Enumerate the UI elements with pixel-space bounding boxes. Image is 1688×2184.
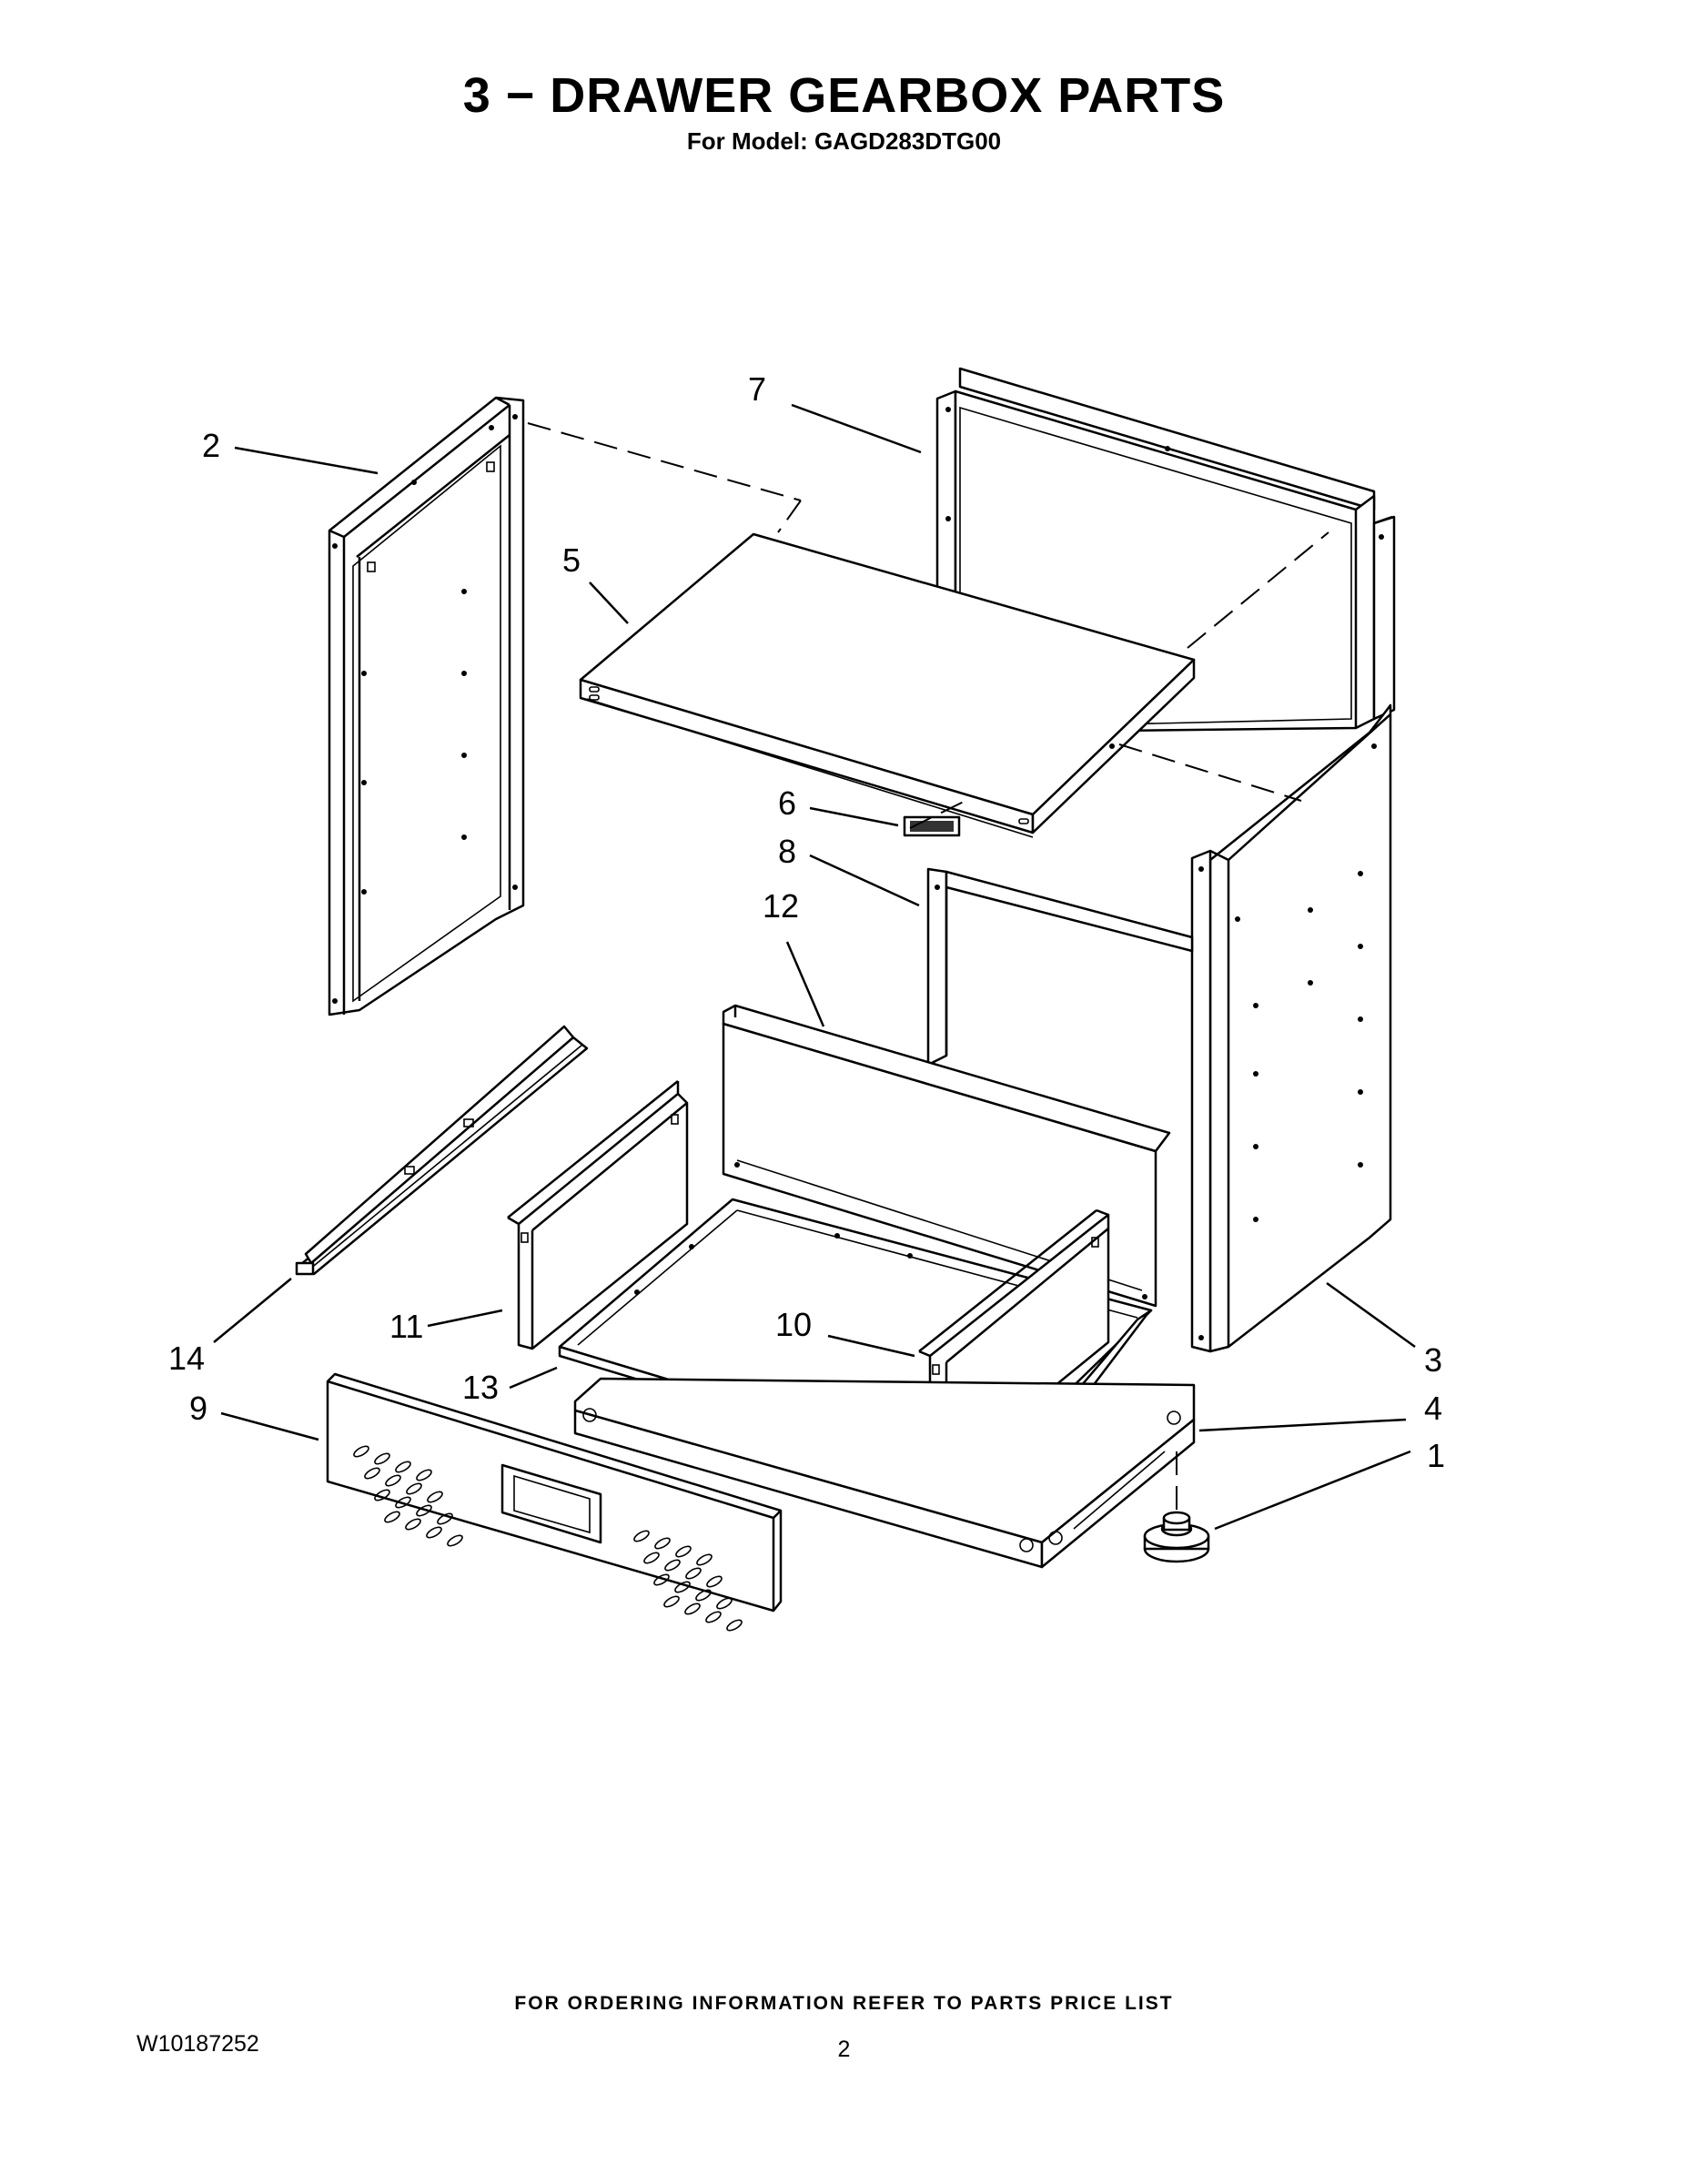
callout-12: 12	[763, 887, 799, 925]
callout-5: 5	[562, 541, 581, 579]
drawer-side-left-part	[507, 1080, 689, 1350]
callout-8: 8	[778, 833, 796, 870]
callout-6: 6	[778, 784, 796, 822]
page-number: 2	[837, 2037, 851, 2062]
bottom-base-part	[573, 1377, 1196, 1569]
callout-9: 9	[189, 1390, 207, 1427]
left-side-panel-part	[328, 396, 525, 1016]
drawer-front-part	[326, 1372, 783, 1632]
ordering-note: FOR ORDERING INFORMATION REFER TO PARTS …	[514, 1993, 1174, 2014]
vent-slots-left	[353, 1445, 463, 1547]
callout-3: 3	[1424, 1341, 1442, 1379]
leveling-leg-part	[1143, 1451, 1210, 1563]
right-side-panel-part	[1190, 703, 1392, 1353]
callout-10: 10	[775, 1306, 812, 1343]
vent-slots-right	[633, 1530, 743, 1632]
page-title: 3 − DRAWER GEARBOX PARTS	[462, 68, 1226, 123]
callout-7: 7	[748, 370, 766, 408]
model-subtitle: For Model: GAGD283DTG00	[686, 127, 1002, 155]
top-panel-part	[579, 532, 1196, 838]
inner-rear-panel-part	[926, 867, 1194, 1067]
leader-lines	[213, 403, 1416, 1531]
drawer-back-part	[722, 1004, 1171, 1308]
callout-2: 2	[202, 427, 220, 464]
document-number: W10187252	[136, 2031, 259, 2057]
callout-14: 14	[168, 1340, 205, 1377]
alignment-lines	[527, 422, 1329, 829]
callout-11: 11	[389, 1308, 423, 1345]
callout-labels: 2 7 5 6 8 12 3 4 1 9 10 11 13 14	[168, 370, 1445, 1474]
callout-4: 4	[1424, 1390, 1442, 1427]
callout-1: 1	[1427, 1437, 1445, 1474]
nameplate-part	[903, 815, 961, 837]
callout-13: 13	[462, 1369, 499, 1406]
drawer-slide-part	[295, 1025, 589, 1276]
